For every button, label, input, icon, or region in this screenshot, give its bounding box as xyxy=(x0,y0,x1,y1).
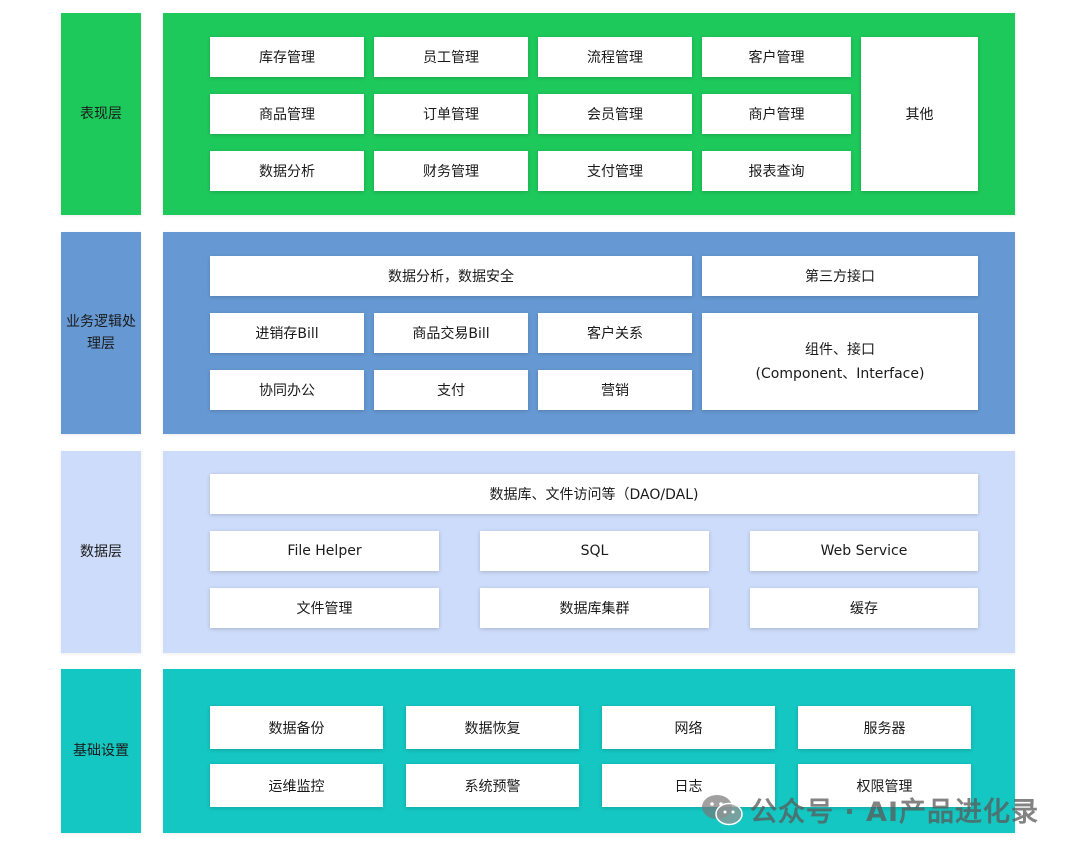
module-data-security: 数据分析，数据安全 xyxy=(210,256,692,296)
watermark-text: 公众号 · AI产品进化录 xyxy=(750,797,1039,828)
layer-label-presentation: 表现层 xyxy=(61,13,141,215)
layer-label-data-text: 数据层 xyxy=(80,544,122,560)
module-finance: 财务管理 xyxy=(374,151,528,191)
module-server: 服务器 xyxy=(798,706,971,749)
layer-body-infrastructure: 数据备份 数据恢复 网络 服务器 运维监控 系统预警 日志 权限管理 xyxy=(163,669,1015,833)
module-db-cluster: 数据库集群 xyxy=(480,588,709,628)
module-file-helper: File Helper xyxy=(210,531,439,571)
module-crm: 客户关系 xyxy=(538,313,692,353)
layer-label-business: 业务逻辑处理层 xyxy=(61,232,141,434)
module-log: 日志 xyxy=(602,764,775,807)
module-member: 会员管理 xyxy=(538,94,692,134)
module-order: 订单管理 xyxy=(374,94,528,134)
module-pay: 支付 xyxy=(374,370,528,410)
module-collaboration: 协同办公 xyxy=(210,370,364,410)
module-payment: 支付管理 xyxy=(538,151,692,191)
module-process: 流程管理 xyxy=(538,37,692,77)
module-merchant: 商户管理 xyxy=(702,94,851,134)
module-cache: 缓存 xyxy=(750,588,978,628)
module-permission: 权限管理 xyxy=(798,764,971,807)
layer-body-data: 数据库、文件访问等（DAO/DAL) File Helper SQL Web S… xyxy=(163,451,1015,653)
module-backup: 数据备份 xyxy=(210,706,383,749)
module-other: 其他 xyxy=(861,37,978,191)
module-ops-monitor: 运维监控 xyxy=(210,764,383,807)
module-component-interface: 组件、接口 (Component、Interface) xyxy=(702,313,978,410)
module-product: 商品管理 xyxy=(210,94,364,134)
module-third-party-api: 第三方接口 xyxy=(702,256,978,296)
module-bill-trade: 商品交易Bill xyxy=(374,313,528,353)
layer-label-presentation-text: 表现层 xyxy=(80,106,122,122)
layer-label-data: 数据层 xyxy=(61,451,141,653)
module-customer: 客户管理 xyxy=(702,37,851,77)
component-line-2: (Component、Interface) xyxy=(755,365,925,382)
module-system-alert: 系统预警 xyxy=(406,764,579,807)
module-data-analysis: 数据分析 xyxy=(210,151,364,191)
wechat-icon xyxy=(702,794,743,825)
module-report: 报表查询 xyxy=(702,151,851,191)
module-network: 网络 xyxy=(602,706,775,749)
module-sql: SQL xyxy=(480,531,709,571)
module-staff: 员工管理 xyxy=(374,37,528,77)
layer-label-infrastructure: 基础设置 xyxy=(61,669,141,833)
module-inventory: 库存管理 xyxy=(210,37,364,77)
layer-label-infrastructure-text: 基础设置 xyxy=(73,743,129,759)
module-marketing: 营销 xyxy=(538,370,692,410)
module-restore: 数据恢复 xyxy=(406,706,579,749)
component-line-1: 组件、接口 xyxy=(805,341,875,358)
module-web-service: Web Service xyxy=(750,531,978,571)
layer-body-presentation: 库存管理 员工管理 流程管理 客户管理 商品管理 订单管理 会员管理 商户管理 … xyxy=(163,13,1015,215)
layer-body-business: 数据分析，数据安全 第三方接口 进销存Bill 商品交易Bill 客户关系 协同… xyxy=(163,232,1015,434)
watermark: 公众号 · AI产品进化录 xyxy=(700,790,1039,829)
layer-label-business-text: 业务逻辑处理层 xyxy=(66,314,136,352)
module-bill-inventory: 进销存Bill xyxy=(210,313,364,353)
module-file-management: 文件管理 xyxy=(210,588,439,628)
module-dao-dal: 数据库、文件访问等（DAO/DAL) xyxy=(210,474,978,514)
